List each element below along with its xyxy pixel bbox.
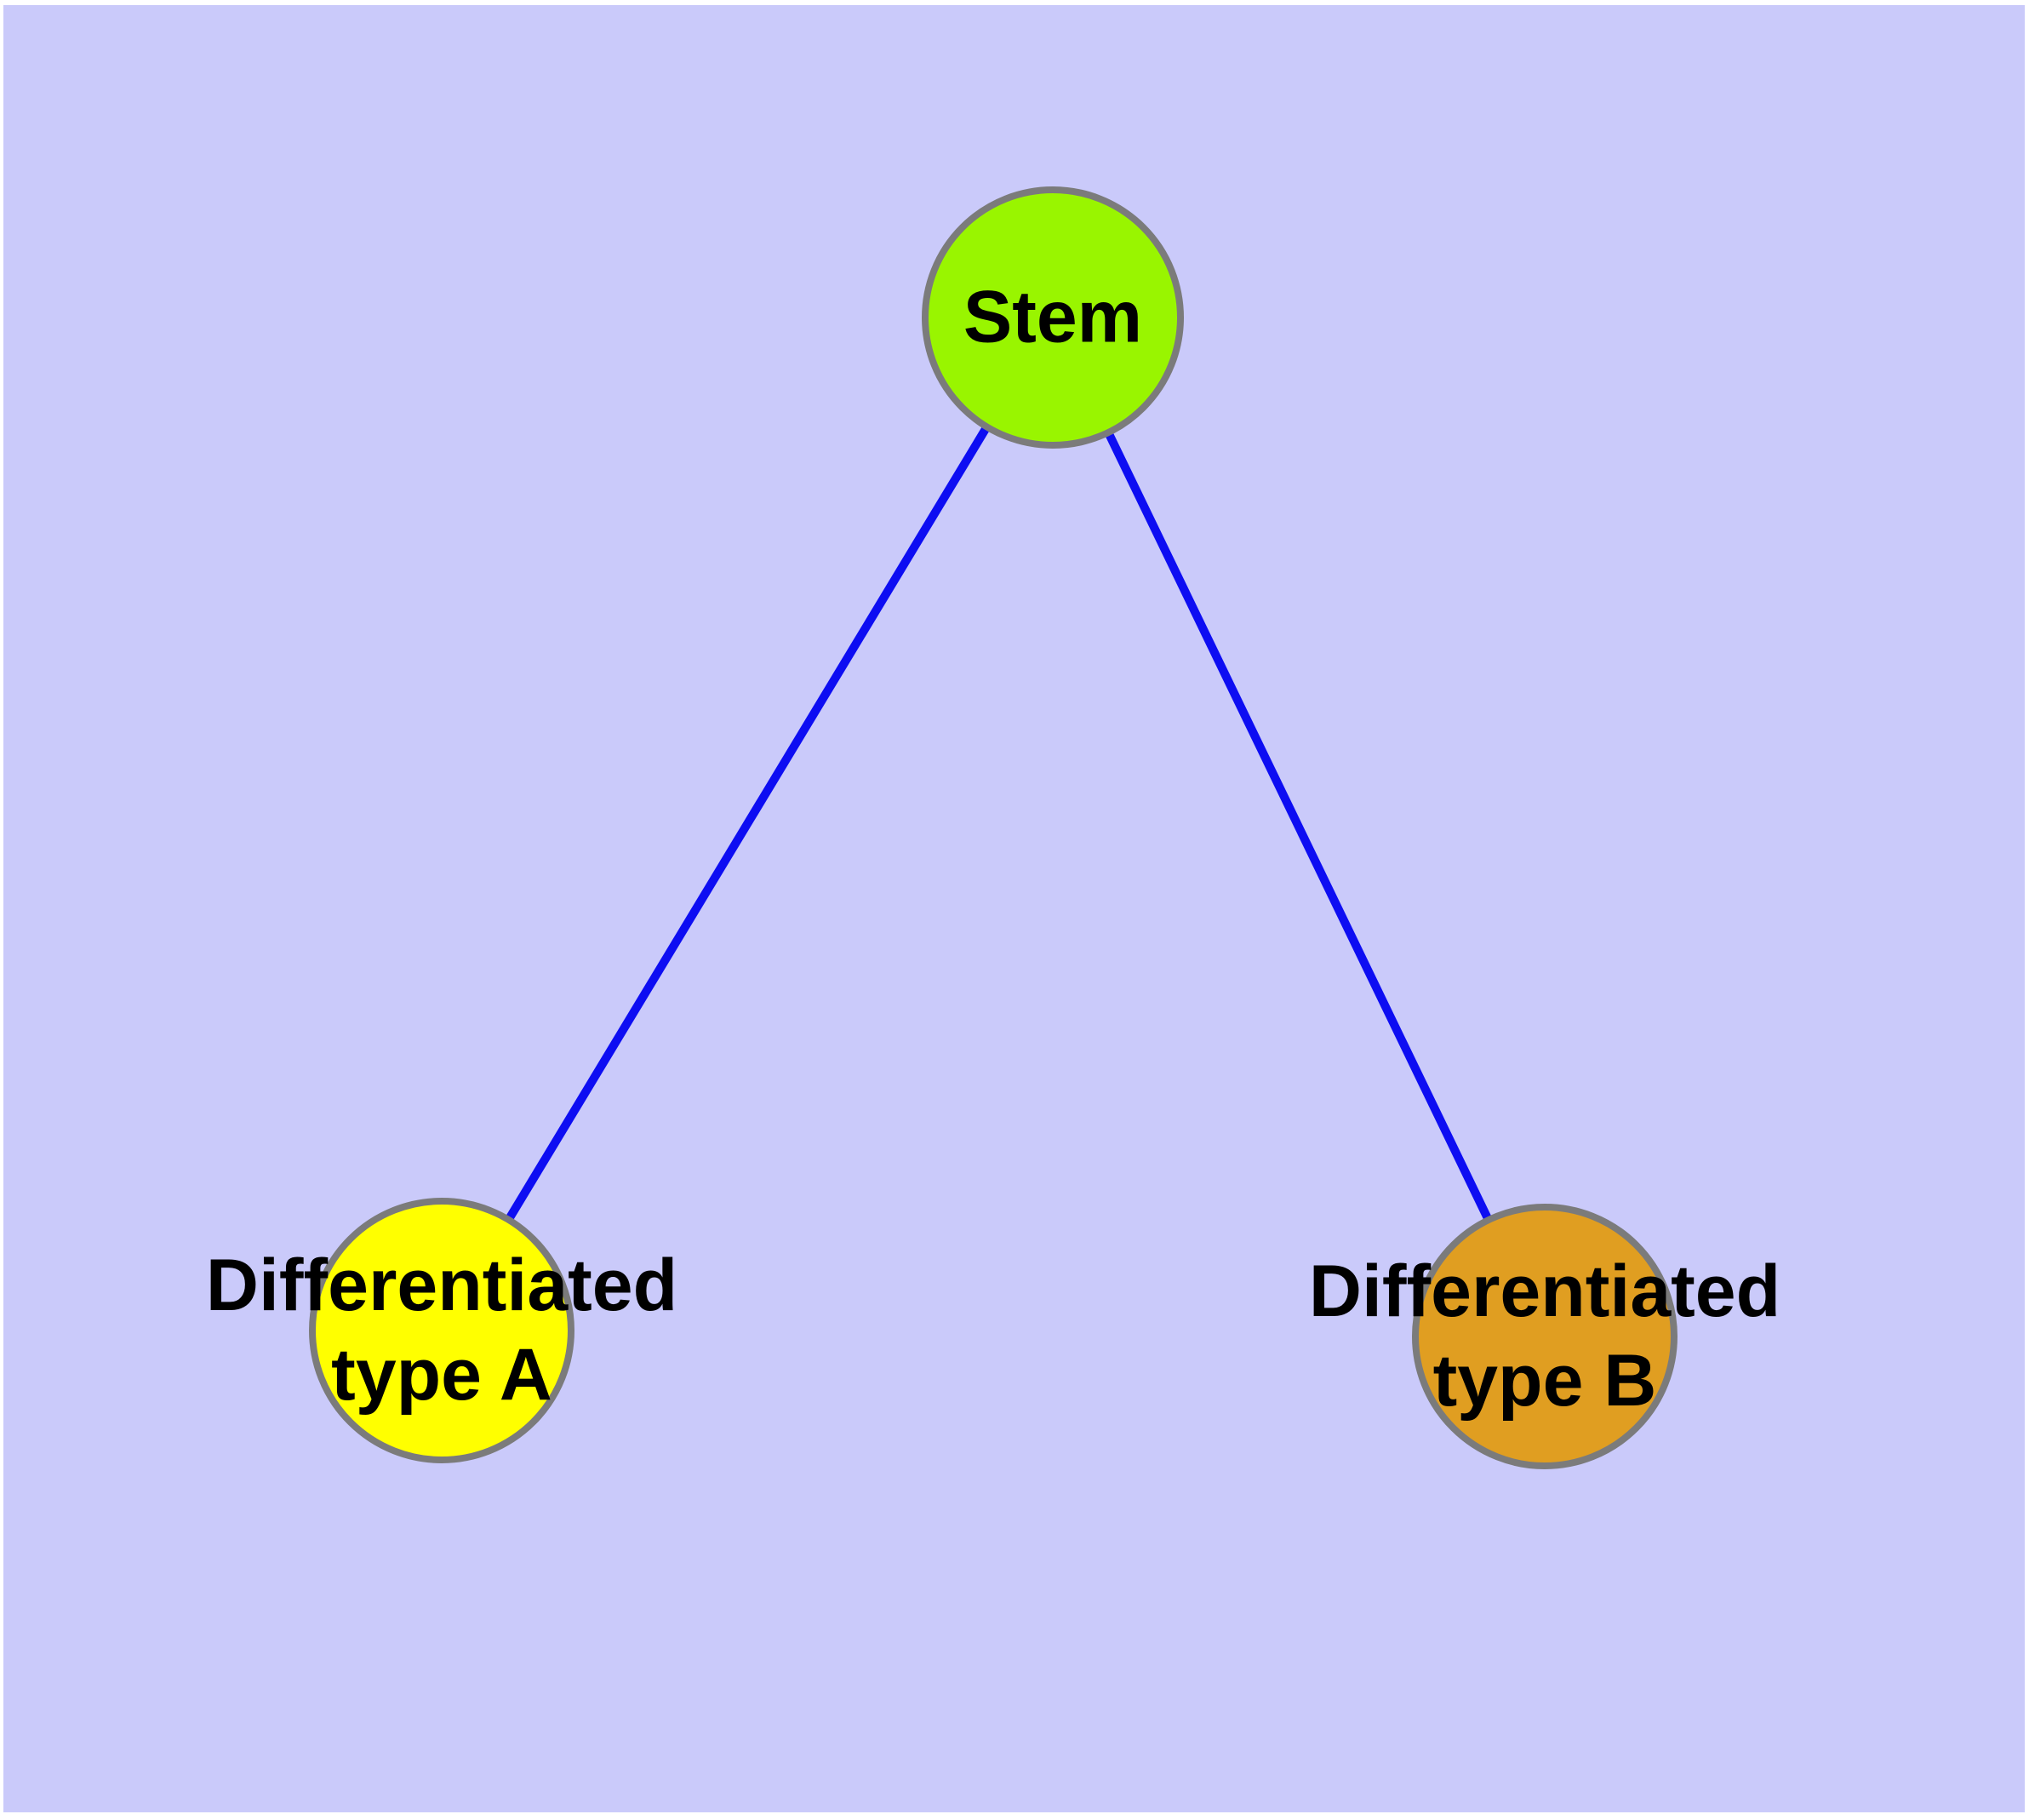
node-differentiated-type-b[interactable] [1412, 1204, 1677, 1469]
node-stem[interactable] [922, 186, 1184, 449]
edge-stem-to-type-b [1049, 315, 1549, 1339]
node-differentiated-type-a[interactable] [309, 1198, 574, 1463]
edge-stem-to-type-a [437, 315, 1057, 1333]
